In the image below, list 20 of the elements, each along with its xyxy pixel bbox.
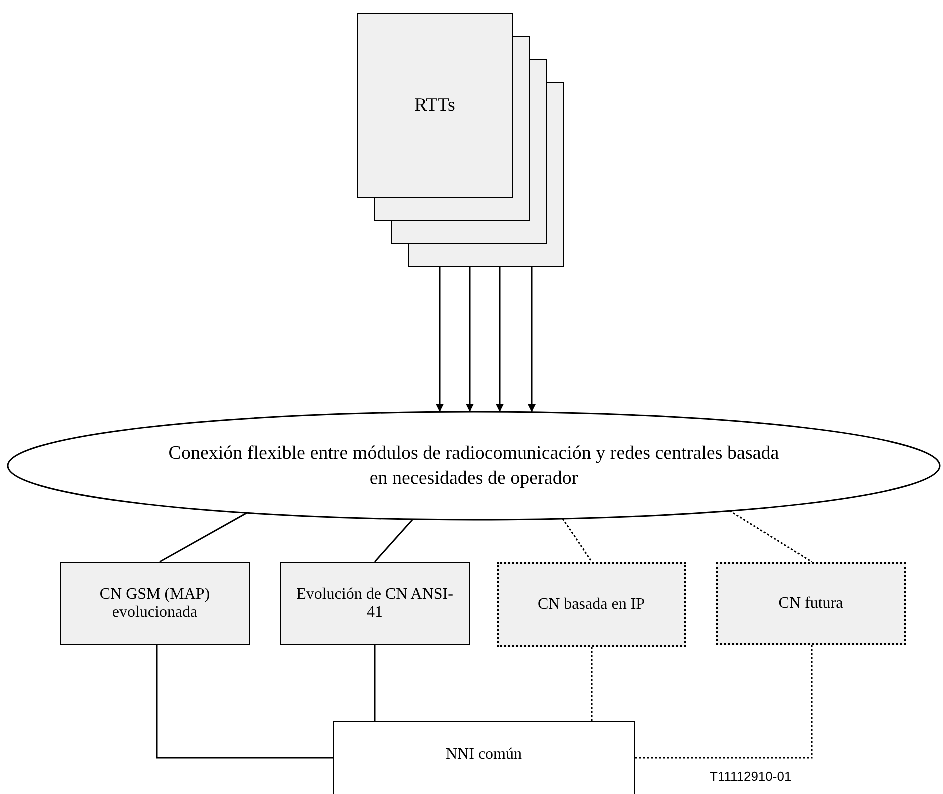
connector-line	[562, 518, 593, 562]
connector-line	[591, 647, 593, 721]
connector-line	[374, 645, 376, 721]
process-box: CN basada en IP	[497, 562, 686, 647]
node-label: Conexión flexible entre módulos de radiocomunicación y redes centrales basada en necesidades de operador	[168, 442, 780, 491]
connector-line	[374, 519, 414, 562]
process-box: NNI común	[333, 721, 635, 794]
node-label: RTTs	[414, 94, 456, 117]
process-box: CN GSM (MAP) evolucionada	[60, 562, 250, 645]
arrow	[528, 267, 536, 412]
process-box: CN futura	[716, 562, 906, 645]
figure-reference: T11112910-01	[710, 769, 792, 784]
arrow	[496, 267, 504, 412]
process-box: Evolución de CN ANSI-41	[280, 562, 470, 645]
connector-line	[730, 510, 812, 563]
connector-line	[156, 645, 333, 759]
connector-line	[160, 512, 248, 563]
connector-line	[635, 645, 813, 759]
arrow	[466, 267, 474, 412]
arrow	[436, 267, 444, 412]
